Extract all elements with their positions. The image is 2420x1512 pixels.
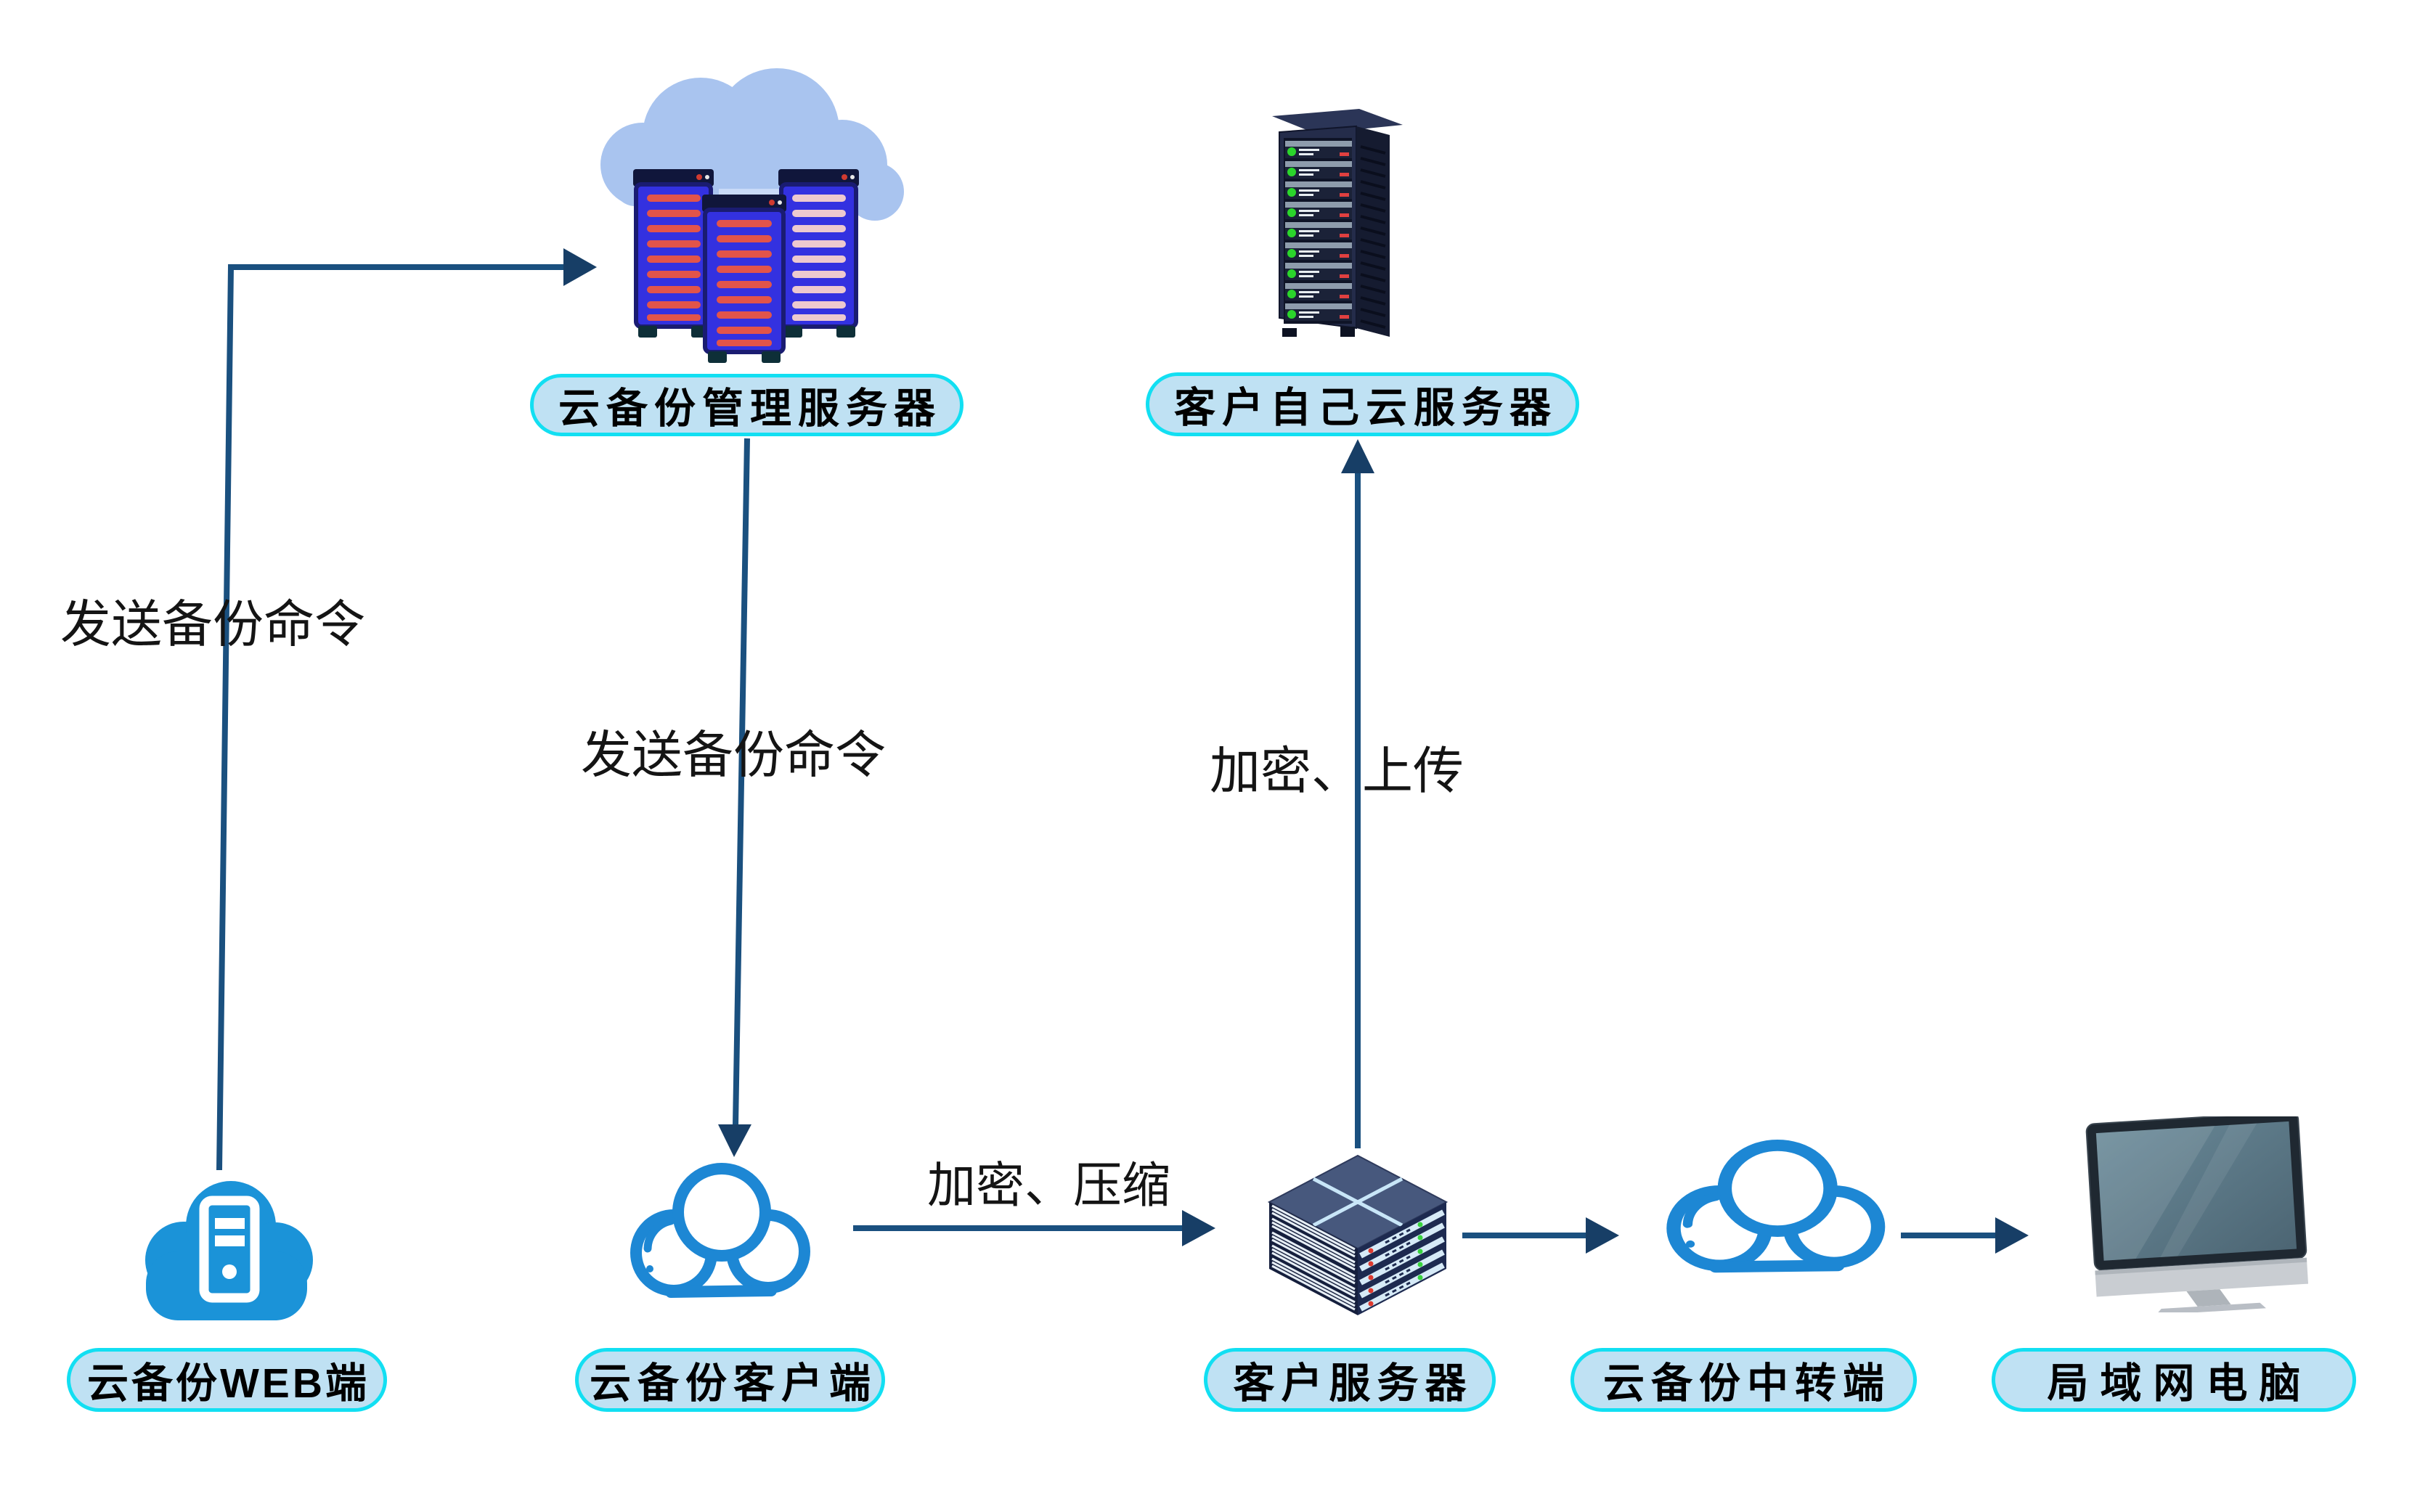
edge-management-to-client [733, 438, 750, 1126]
node-label-client: 云备份客户端 [575, 1348, 885, 1412]
node-label-customer-cloud: 客户自己云服务器 [1146, 372, 1579, 436]
cloud-outline-icon [1661, 1137, 1892, 1286]
arrowhead-right-icon [1995, 1217, 2029, 1254]
node-label-web: 云备份WEB端 [67, 1348, 387, 1412]
arrowhead-down-icon [718, 1124, 751, 1157]
arrowhead-up-icon [1341, 439, 1374, 473]
edge-web-to-management [216, 264, 565, 1171]
edge-label-send-backup-command-mid: 发送备份命令 [581, 728, 886, 784]
cloud-outline-icon [626, 1160, 816, 1311]
node-label-customer-server: 客户服务器 [1204, 1348, 1496, 1412]
node-label-lan-pc: 局域网电脑 [1992, 1348, 2356, 1412]
edge-label-send-backup-command-left: 发送备份命令 [60, 597, 365, 653]
arrowhead-right-icon [1182, 1210, 1215, 1246]
cloud-web-icon [133, 1173, 320, 1324]
arrowhead-right-icon [1586, 1217, 1619, 1254]
edge-label-encrypt-upload: 加密、上传 [1210, 744, 1464, 800]
desktop-monitor-icon [2085, 1116, 2314, 1312]
server-stack-icon [1263, 1150, 1451, 1317]
cloud-servers-icon [592, 67, 904, 372]
node-label-relay: 云备份中转端 [1570, 1348, 1917, 1412]
edge-label-encrypt-compress: 加密、压缩 [927, 1159, 1170, 1213]
server-rack-icon [1271, 94, 1405, 341]
arrowhead-right-icon [563, 248, 597, 286]
node-label-management: 云备份管理服务器 [530, 374, 963, 436]
